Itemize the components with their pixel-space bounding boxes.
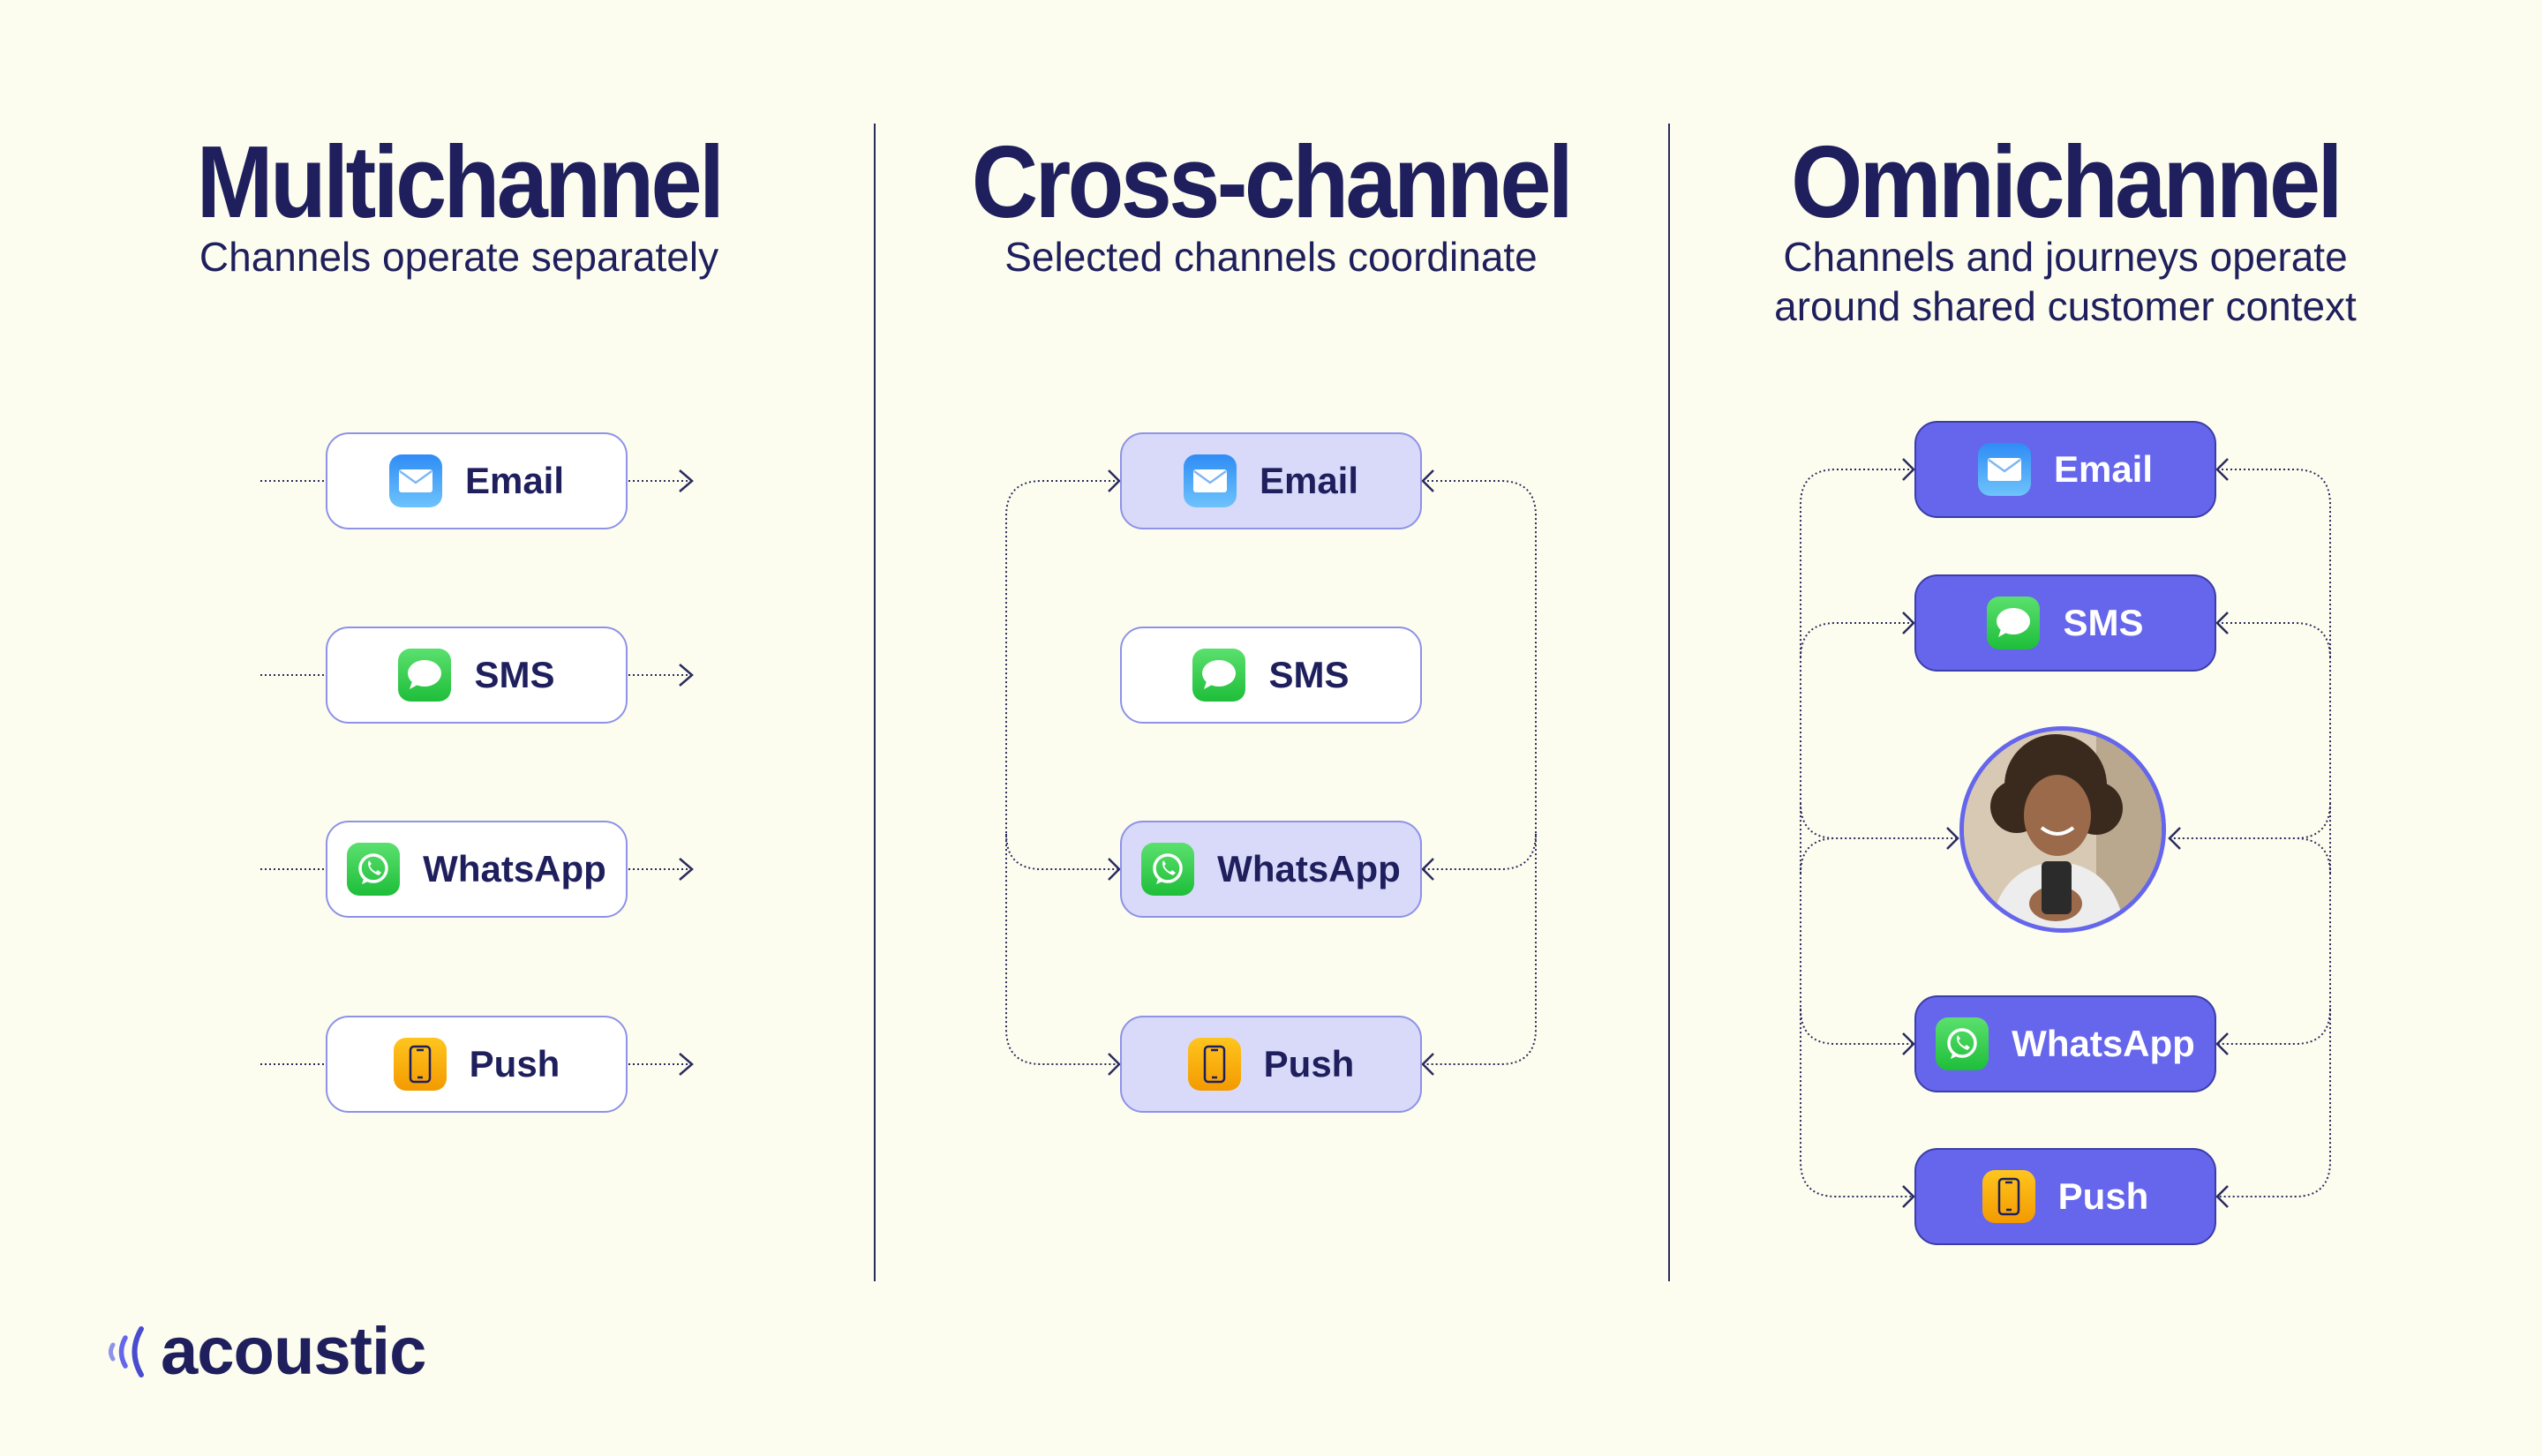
push-phone-icon — [1982, 1170, 2035, 1223]
pill-label: Email — [464, 460, 565, 501]
omnichannel-push-pill: Push — [1914, 1148, 2216, 1245]
pill-label: Push — [469, 1043, 560, 1084]
push-phone-icon — [393, 1038, 447, 1091]
pill-label: Email — [2053, 448, 2154, 490]
cross-channel-push-pill: Push — [1120, 1016, 1422, 1113]
cross-channel-email-pill: Email — [1120, 432, 1422, 529]
column-divider — [874, 124, 876, 1281]
omnichannel-email-pill: Email — [1914, 421, 2216, 518]
pill-label: SMS — [2063, 602, 2144, 643]
pill-label: SMS — [1268, 654, 1350, 695]
pill-label: SMS — [474, 654, 555, 695]
push-phone-icon — [1187, 1038, 1241, 1091]
email-icon — [1977, 443, 2031, 496]
customer-avatar — [1959, 726, 2166, 933]
sms-icon — [1192, 649, 1246, 702]
whatsapp-icon — [1936, 1017, 1989, 1070]
omnichannel-whatsapp-pill: WhatsApp — [1914, 995, 2216, 1092]
omnichannel-sms-pill: SMS — [1914, 574, 2216, 672]
sound-wave-icon — [109, 1325, 144, 1377]
multichannel-title: Multichannel — [196, 124, 725, 239]
cross-channel-whatsapp-pill: WhatsApp — [1120, 821, 1422, 918]
email-icon — [388, 454, 442, 507]
omnichannel-subtitle-line-1: Channels and journeys operate — [1783, 234, 2348, 280]
sms-icon — [398, 649, 452, 702]
whatsapp-icon — [1141, 843, 1195, 896]
pill-label: WhatsApp — [423, 848, 606, 889]
sms-icon — [1987, 597, 2041, 649]
multichannel-whatsapp-pill: WhatsApp — [326, 821, 628, 918]
pill-label: Push — [2057, 1175, 2149, 1217]
cross-channel-sms-pill: SMS — [1120, 627, 1422, 724]
acoustic-logo: acoustic — [104, 1313, 426, 1390]
multichannel-push-pill: Push — [326, 1016, 628, 1113]
email-icon — [1183, 454, 1237, 507]
column-divider — [1668, 124, 1670, 1281]
multichannel-sms-pill: SMS — [326, 627, 628, 724]
brand-name: acoustic — [161, 1314, 426, 1389]
pill-label: WhatsApp — [2012, 1023, 2195, 1064]
multichannel-subtitle: Channels operate separately — [199, 234, 719, 280]
omnichannel-subtitle-line-2: around shared customer context — [1774, 283, 2357, 329]
multichannel-email-pill: Email — [326, 432, 628, 529]
pill-label: WhatsApp — [1217, 848, 1401, 889]
cross-channel-title: Cross-channel — [971, 124, 1574, 239]
pill-label: Push — [1263, 1043, 1355, 1084]
whatsapp-icon — [347, 843, 401, 896]
omnichannel-title: Omnichannel — [1791, 124, 2343, 239]
cross-channel-subtitle: Selected channels coordinate — [1004, 234, 1538, 280]
pill-label: Email — [1259, 460, 1359, 501]
